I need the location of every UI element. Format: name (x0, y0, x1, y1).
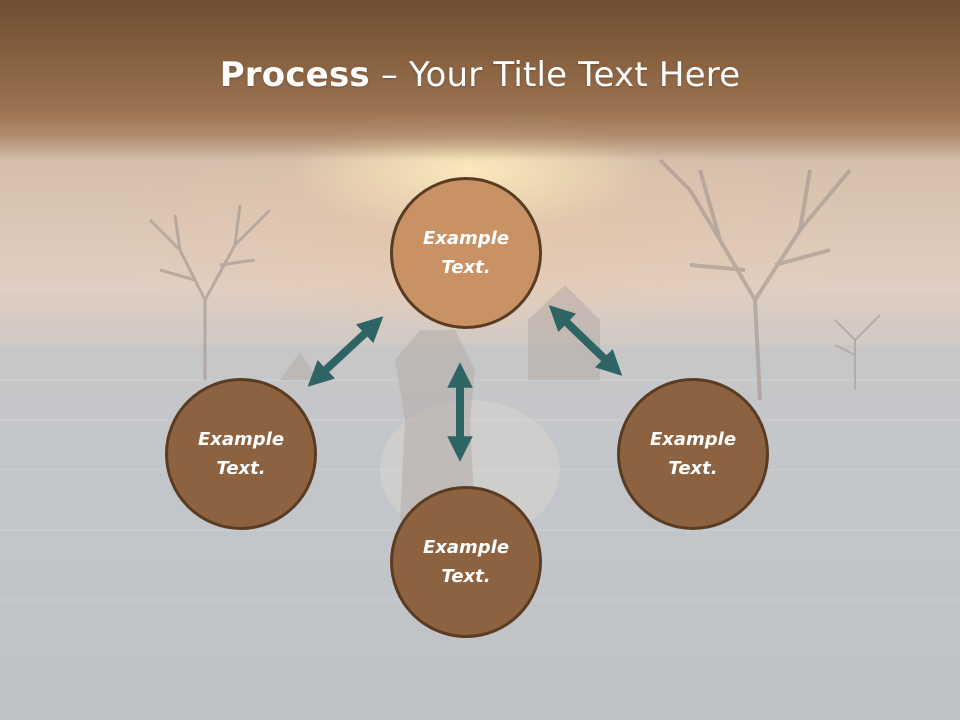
node-right-line1: Example (649, 429, 737, 450)
node-bottom-line1: Example (422, 537, 510, 558)
small-tree-icon (834, 314, 881, 390)
title-band (0, 0, 960, 160)
arrow-top-left (307, 316, 384, 387)
node-left-line2: Text. (216, 458, 266, 479)
node-bottom-line2: Text. (441, 566, 491, 587)
node-top-line1: Example (422, 228, 510, 249)
node-right-line2: Text. (668, 458, 718, 479)
title-bold-part: Process (219, 55, 370, 95)
arrow-top-right (548, 305, 623, 376)
slide-title: Process – Your Title Text Here (0, 52, 960, 98)
node-left-line1: Example (197, 429, 285, 450)
title-rest-part: – Your Title Text Here (369, 55, 741, 95)
tree-right-icon (658, 158, 852, 401)
node-top-line2: Text. (441, 257, 491, 278)
tree-left-icon (148, 204, 272, 380)
